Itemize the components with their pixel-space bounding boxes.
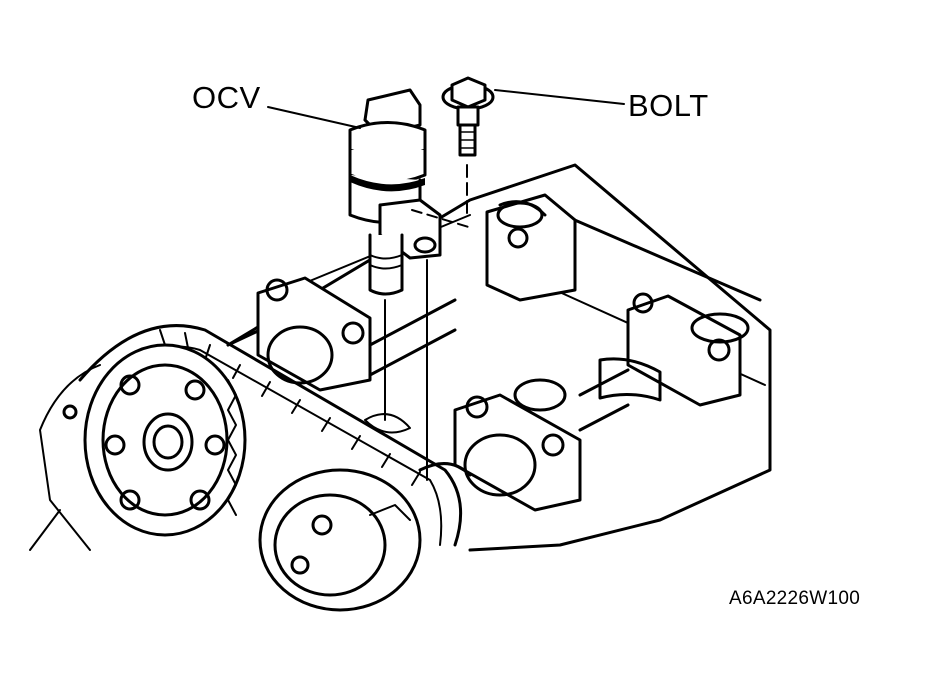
right-sprocket bbox=[258, 468, 422, 612]
right-upper-bearing-cap bbox=[626, 292, 750, 407]
left-bearing-cap bbox=[256, 276, 372, 392]
camshaft-lobes bbox=[368, 298, 662, 477]
middle-bearing-cap bbox=[453, 393, 582, 512]
bolt bbox=[441, 76, 495, 157]
ocv-valve bbox=[348, 88, 442, 296]
alignment-lines bbox=[364, 164, 473, 481]
rear-bearing-cap bbox=[485, 193, 577, 302]
leader-lines bbox=[267, 89, 625, 129]
front-cover bbox=[29, 364, 101, 551]
ocv-label: OCV bbox=[192, 80, 261, 115]
figure-code: A6A2226W100 bbox=[729, 588, 861, 609]
bolt-label: BOLT bbox=[628, 88, 709, 123]
left-sprocket bbox=[83, 343, 247, 537]
